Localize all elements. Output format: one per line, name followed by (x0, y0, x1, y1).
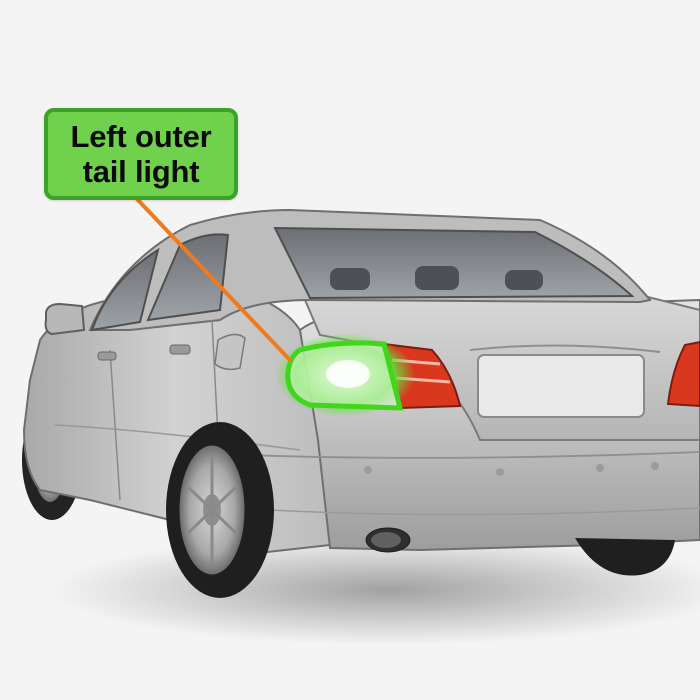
tail-light-highlight (275, 333, 415, 417)
callout-label: Left outer tail light (70, 119, 212, 189)
right-tail-light (666, 340, 700, 408)
leader-line (135, 197, 292, 362)
fuel-door (214, 333, 246, 371)
callout-box: Left outer tail light (44, 108, 238, 200)
door-handle-front (97, 351, 117, 361)
side-window-front (90, 247, 160, 332)
exhaust-pipe (365, 527, 411, 553)
rear-wheel (166, 422, 274, 598)
door-handle-rear (169, 344, 191, 355)
side-mirror (44, 302, 86, 336)
far-rear-wheel (575, 538, 675, 576)
license-plate (477, 354, 645, 418)
